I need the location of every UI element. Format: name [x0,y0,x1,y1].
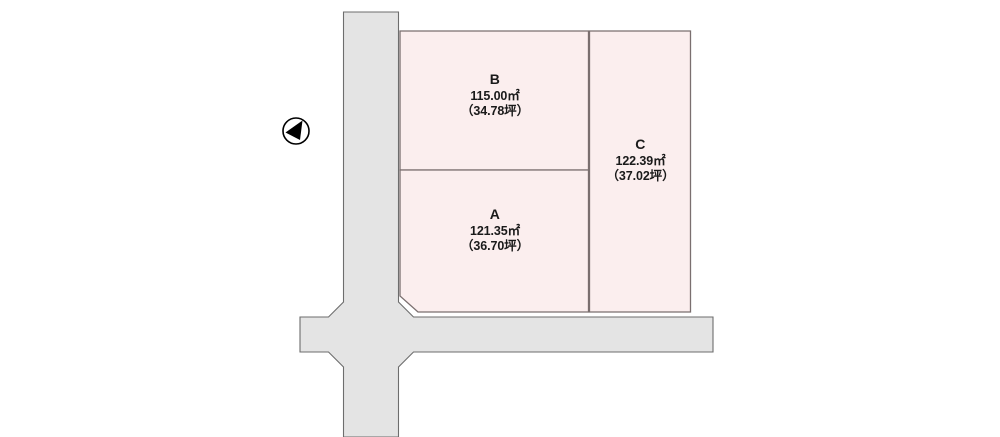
plot-label-b: B 115.00㎡ （34.78坪） [400,71,590,120]
plot-b-area-tsubo: （34.78坪） [461,104,529,119]
plot-a-area-tsubo: （36.70坪） [461,239,529,254]
plot-b-letter: B [489,71,501,87]
plot-a-letter: A [489,206,501,222]
plot-label-c: C 122.39㎡ （37.02坪） [589,136,692,185]
plot-a-area-sqm: 121.35㎡ [469,224,521,239]
plot-c-shape[interactable] [588,30,692,313]
plot-c-letter: C [635,136,646,152]
plot-a-shape[interactable] [399,169,590,313]
plot-c-area-tsubo: （37.02坪） [606,169,675,184]
plot-label-a: A 121.35㎡ （36.70坪） [400,206,590,255]
plot-parcels [399,30,692,313]
plot-c-area-sqm: 122.39㎡ [615,154,666,169]
compass-north-arrow-icon [285,120,303,140]
plot-b-area-sqm: 115.00㎡ [470,89,520,104]
compass-rose [282,117,310,145]
vertical-road [299,11,714,437]
road-network [299,11,714,437]
